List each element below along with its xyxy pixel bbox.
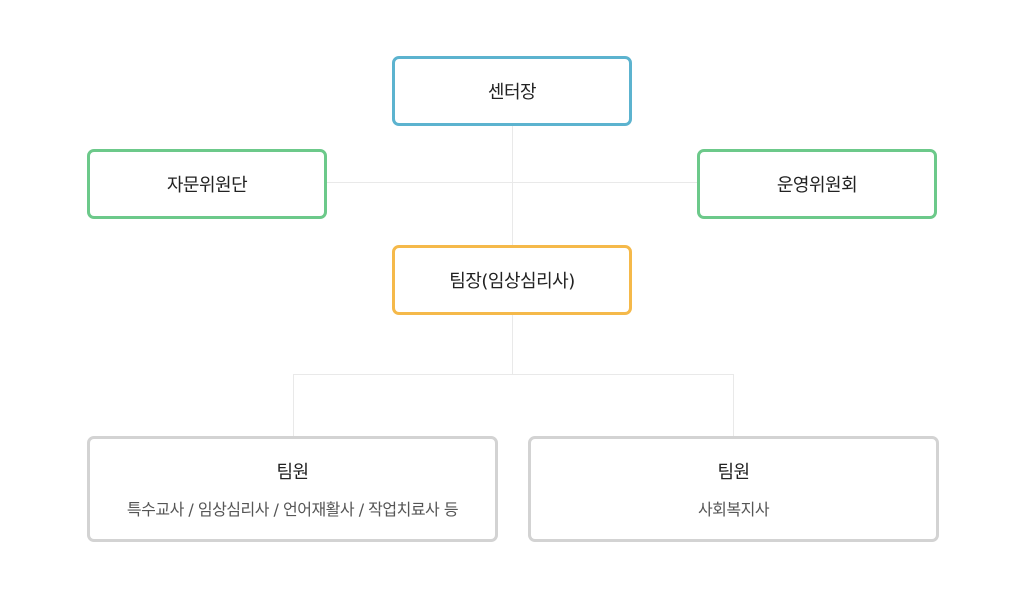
node-member-left: 팀원 특수교사 / 임상심리사 / 언어재활사 / 작업치료사 등 bbox=[87, 436, 498, 542]
connector-committees bbox=[326, 182, 698, 183]
node-operating-committee-label: 운영위원회 bbox=[776, 175, 858, 196]
node-team-leader: 팀장(임상심리사) bbox=[392, 245, 632, 315]
node-team-leader-label: 팀장(임상심리사) bbox=[449, 271, 575, 292]
node-center-head: 센터장 bbox=[392, 56, 632, 126]
node-member-left-label: 팀원 bbox=[276, 462, 309, 483]
connector-member-left bbox=[293, 374, 294, 437]
node-center-head-label: 센터장 bbox=[487, 82, 537, 103]
node-member-left-roles: 특수교사 / 임상심리사 / 언어재활사 / 작업치료사 등 bbox=[126, 500, 459, 519]
node-member-right: 팀원 사회복지사 bbox=[528, 436, 939, 542]
node-member-right-roles: 사회복지사 bbox=[697, 500, 770, 519]
node-operating-committee: 운영위원회 bbox=[697, 149, 937, 219]
node-advisory-committee: 자문위원단 bbox=[87, 149, 327, 219]
node-advisory-committee-label: 자문위원단 bbox=[166, 175, 248, 196]
connector-members-horizontal bbox=[293, 374, 734, 375]
connector-head-to-leader bbox=[512, 124, 513, 246]
connector-member-right bbox=[733, 374, 734, 437]
connector-leader-down bbox=[512, 313, 513, 374]
node-member-right-label: 팀원 bbox=[717, 462, 750, 483]
